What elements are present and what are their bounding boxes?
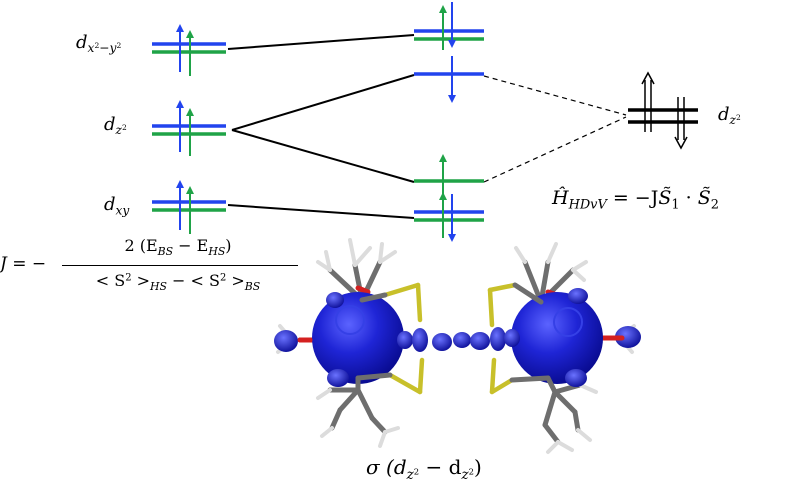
spin-up-open-arrow (641, 71, 655, 132)
label-dx2y2: dx2−y2 (76, 32, 122, 56)
orbital-level-dz2-coupled (628, 71, 698, 150)
orbital-level-dz2-left (152, 100, 226, 156)
orbital-level-mid-upper (414, 56, 484, 103)
formula-denominator: < S2 >HS − < S2 >BS (95, 271, 261, 293)
label-dxy: dxy (104, 194, 130, 218)
coupling-constant-formula: J = − 2 (EBS − EHS) < S2 >HS − < S2 >BS (0, 238, 300, 296)
orbital-level-dxy-left (152, 180, 226, 234)
spin-density-molecule (274, 238, 641, 454)
orbital-level-dx2y2-left (152, 24, 226, 76)
orbital-level-mid-lower (414, 154, 484, 204)
label-dz2-left: dz2 (104, 114, 127, 138)
formula-numerator: 2 (EBS − EHS) (124, 236, 232, 258)
formula-lhs: J = − (0, 254, 47, 274)
orbital-level-mid-top (414, 2, 484, 50)
fraction-bar (62, 265, 298, 266)
label-dz2-right: dz2 (718, 104, 741, 128)
spin-density-caption: σ (dz2 − dz2) (366, 455, 482, 483)
hamiltonian-equation: ĤHDvV = −JS̃1 · S̃2 (552, 187, 719, 213)
spin-down-open-arrow (674, 97, 688, 150)
orbital-level-mid-bottom (414, 192, 484, 242)
dashed-coupling-lines (483, 75, 627, 183)
correlation-lines (227, 34, 415, 219)
